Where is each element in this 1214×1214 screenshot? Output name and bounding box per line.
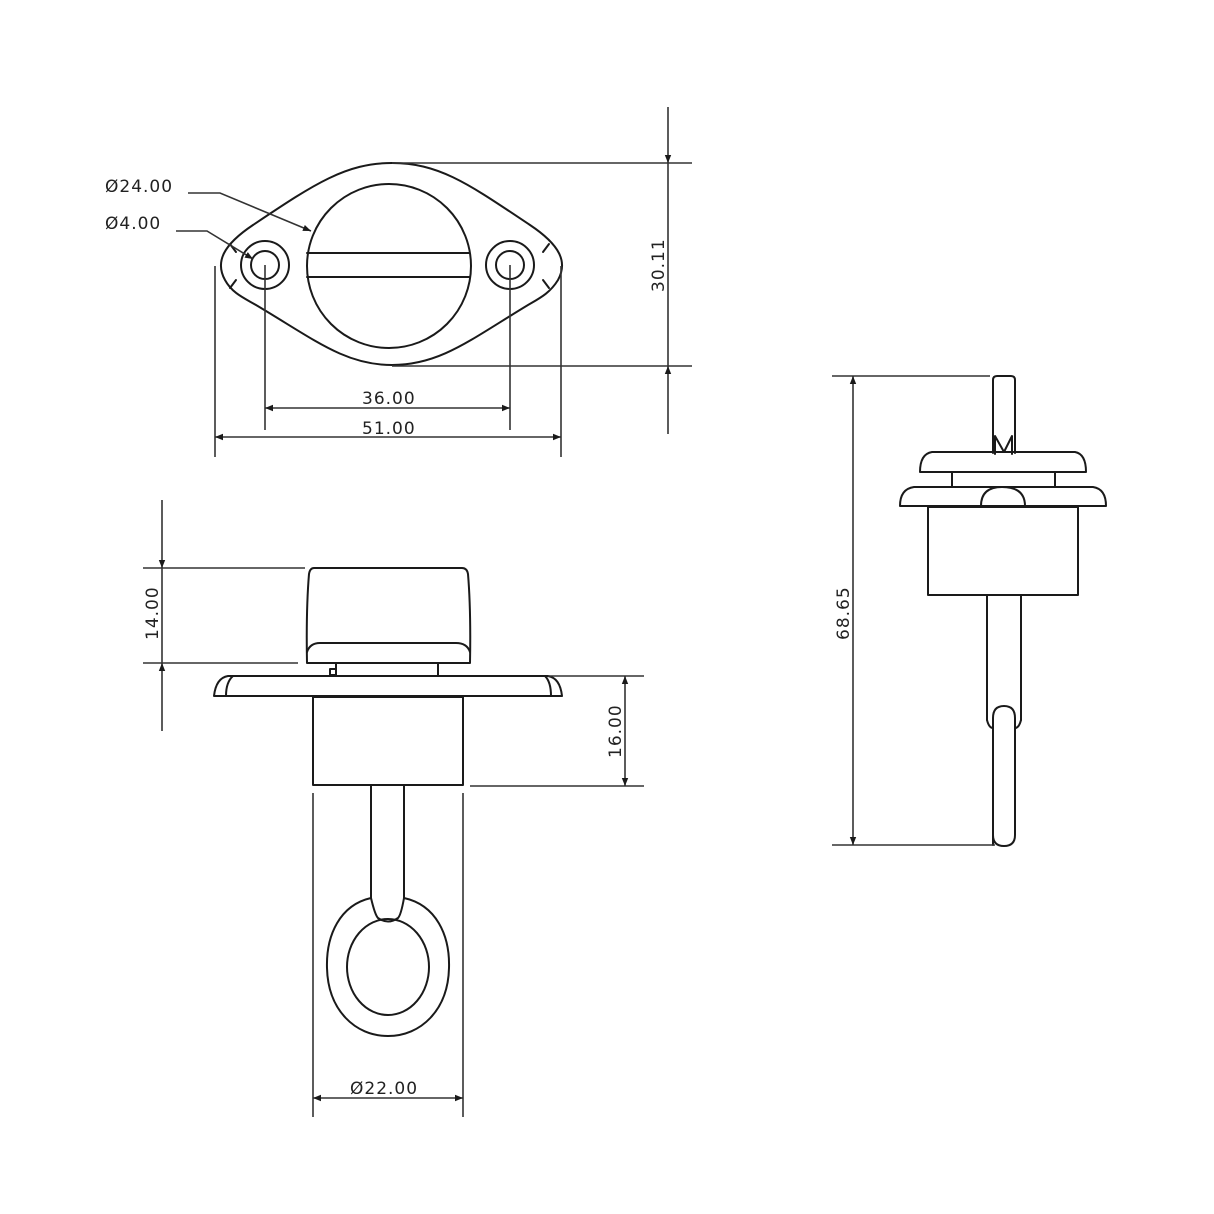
- ring-outer: [325, 897, 451, 1037]
- ring-edge: [992, 705, 1016, 847]
- front-view: 14.00 16.00 Ø22.00: [143, 500, 644, 1117]
- leader-bore: [188, 192, 312, 232]
- handle-tab: [992, 375, 1016, 454]
- body-cylinder: [927, 506, 1079, 596]
- hole-diameter-label: Ø4.00: [105, 214, 161, 234]
- center-bore-circle: [306, 183, 472, 349]
- lower-flange: [899, 486, 1107, 507]
- leader-hole: [176, 230, 254, 260]
- height-dimension-label: 30.11: [649, 238, 669, 292]
- top-view: Ø24.00 Ø4.00 30.11 36.00 51.00: [105, 107, 692, 457]
- flange-fillet: [225, 675, 234, 697]
- ring-neck: [370, 897, 405, 923]
- upper-cap: [919, 451, 1087, 473]
- cap-outline: [305, 567, 472, 664]
- tick-mark: [229, 279, 237, 289]
- body-height-label: 16.00: [606, 704, 626, 758]
- flange-outline: [220, 162, 563, 366]
- body-cylinder: [312, 696, 464, 786]
- body-diameter-label: Ø22.00: [350, 1079, 418, 1099]
- tick-mark: [542, 243, 550, 253]
- side-view: 68.65: [832, 375, 1107, 847]
- hole-spacing-label: 36.00: [362, 389, 416, 409]
- overall-length-label: 68.65: [834, 586, 854, 640]
- overall-width-label: 51.00: [362, 419, 416, 439]
- small-detail: [329, 668, 337, 676]
- flange-fillet: [544, 675, 552, 697]
- ring-inner: [346, 918, 430, 1016]
- bore-diameter-label: Ø24.00: [105, 177, 173, 197]
- cap-lip: [306, 642, 471, 653]
- cap-height-label: 14.00: [143, 586, 163, 640]
- flange-bump: [980, 486, 1026, 507]
- tick-mark: [542, 279, 550, 289]
- flange-profile: [213, 675, 563, 697]
